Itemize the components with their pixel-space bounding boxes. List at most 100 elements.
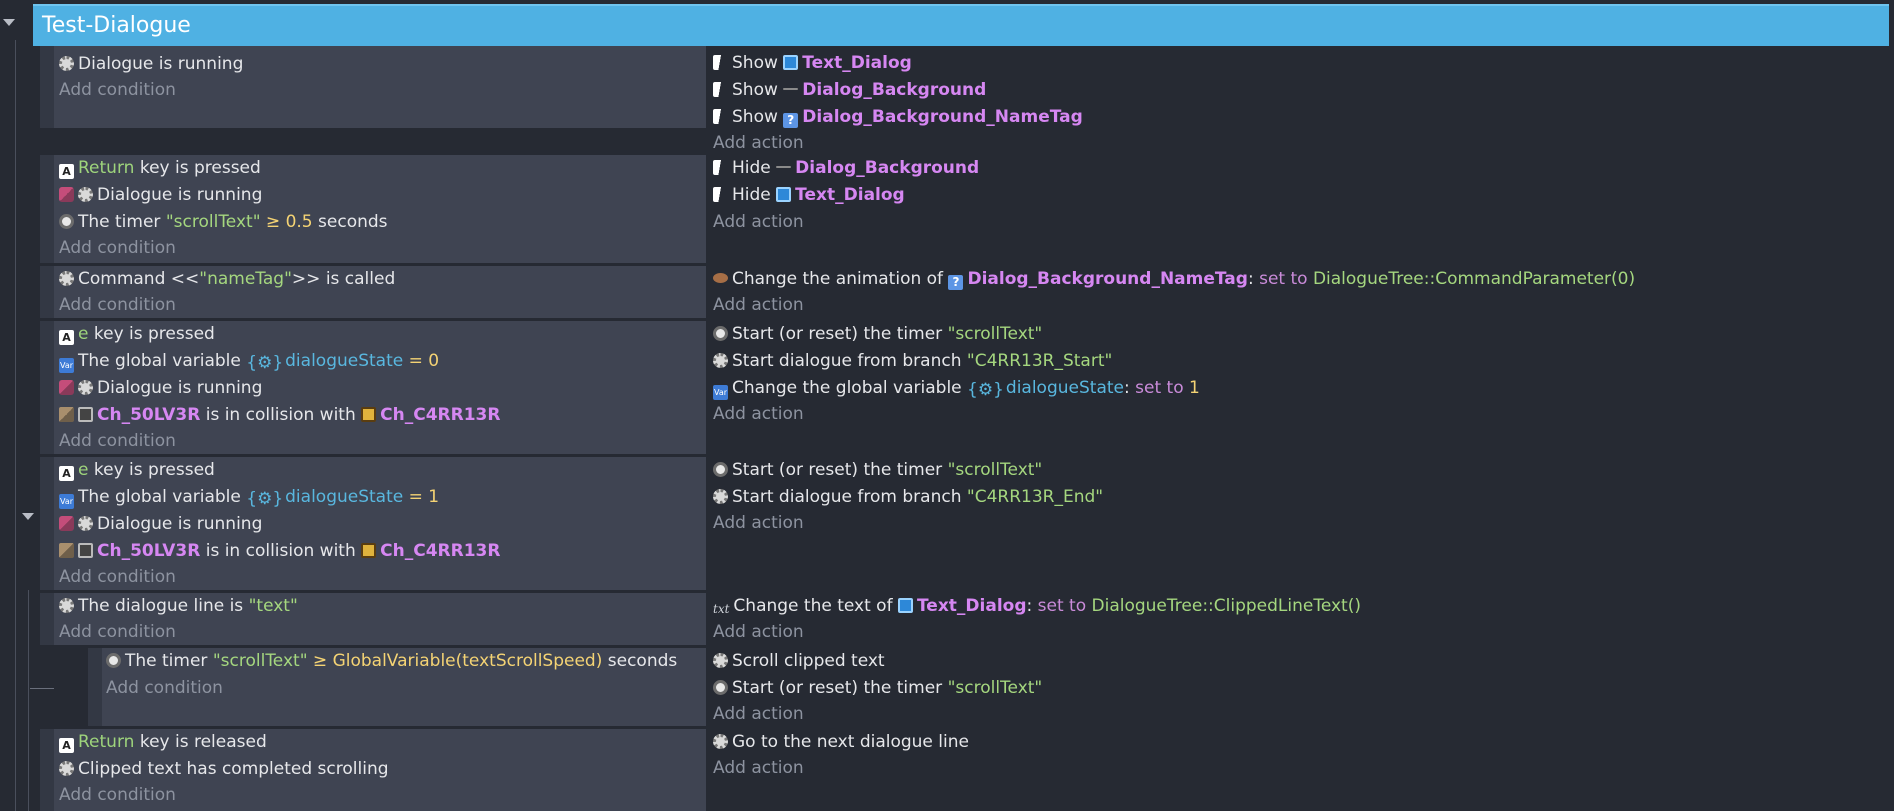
conditions-panel[interactable]: The timer "scrollText" ≥ GlobalVariable(… bbox=[88, 648, 706, 726]
add-condition-button[interactable]: Add condition bbox=[106, 678, 223, 698]
action-line[interactable]: Show Dialog_Background bbox=[713, 77, 986, 103]
conditions-panel[interactable]: The dialogue line is "text" Add conditio… bbox=[40, 593, 706, 645]
event-row[interactable]: Dialogue is running Add condition Show T… bbox=[40, 46, 1889, 153]
action-line[interactable]: Scroll clipped text bbox=[713, 648, 885, 674]
condition-line[interactable]: The dialogue line is "text" bbox=[59, 593, 298, 619]
timer-icon bbox=[713, 680, 728, 695]
variable-icon: Var bbox=[59, 494, 74, 509]
actions-panel[interactable]: Go to the next dialogue line Add action bbox=[713, 729, 1889, 811]
keyboard-key-icon: A bbox=[59, 330, 74, 345]
collision-icon bbox=[59, 543, 74, 558]
condition-line[interactable]: The timer "scrollText" ≥ 0.5 seconds bbox=[59, 209, 388, 235]
add-action-button[interactable]: Add action bbox=[713, 622, 804, 642]
animation-icon bbox=[713, 273, 728, 283]
actions-panel[interactable]: Start (or reset) the timer "scrollText" … bbox=[713, 321, 1889, 454]
global-variable-icon: {⚙} bbox=[967, 380, 1004, 400]
dialogue-icon bbox=[713, 489, 728, 504]
actions-panel[interactable]: Hide Dialog_Background Hide Text_Dialog … bbox=[713, 155, 1889, 263]
add-condition-button[interactable]: Add condition bbox=[59, 238, 176, 258]
action-line[interactable]: Start (or reset) the timer "scrollText" bbox=[713, 321, 1042, 347]
group-header[interactable]: Test-Dialogue bbox=[33, 4, 1889, 46]
add-action-button[interactable]: Add action bbox=[713, 212, 804, 232]
add-condition-button[interactable]: Add condition bbox=[59, 622, 176, 642]
add-action-button[interactable]: Add action bbox=[713, 704, 804, 724]
question-object-icon: ? bbox=[783, 113, 799, 128]
condition-line[interactable]: Dialogue is running bbox=[59, 51, 243, 77]
collapse-event-arrow-icon[interactable] bbox=[22, 513, 34, 520]
actions-panel[interactable]: Scroll clipped text Start (or reset) the… bbox=[713, 648, 1889, 726]
keyboard-key-icon: A bbox=[59, 738, 74, 753]
add-condition-button[interactable]: Add condition bbox=[59, 567, 176, 587]
conditions-panel[interactable]: Dialogue is running Add condition bbox=[40, 46, 706, 128]
add-action-button[interactable]: Add action bbox=[713, 404, 804, 424]
add-condition-button[interactable]: Add condition bbox=[59, 785, 176, 805]
add-condition-button[interactable]: Add condition bbox=[59, 80, 176, 100]
timer-icon bbox=[106, 653, 121, 668]
event-row[interactable]: The dialogue line is "text" Add conditio… bbox=[40, 593, 1889, 645]
add-condition-button[interactable]: Add condition bbox=[59, 295, 176, 315]
actions-panel[interactable]: Start (or reset) the timer "scrollText" … bbox=[713, 457, 1889, 590]
condition-line[interactable]: Dialogue is running bbox=[59, 511, 262, 537]
sprite-object-icon bbox=[78, 543, 93, 558]
add-action-button[interactable]: Add action bbox=[713, 758, 804, 778]
action-line[interactable]: Start (or reset) the timer "scrollText" bbox=[713, 457, 1042, 483]
condition-line[interactable]: Command <<"nameTag">> is called bbox=[59, 266, 395, 292]
action-line[interactable]: Start (or reset) the timer "scrollText" bbox=[713, 675, 1042, 701]
condition-line[interactable]: The timer "scrollText" ≥ GlobalVariable(… bbox=[106, 648, 677, 674]
actions-panel[interactable]: Change the animation of ?Dialog_Backgrou… bbox=[713, 266, 1889, 318]
action-line[interactable]: Hide Dialog_Background bbox=[713, 155, 979, 181]
action-line[interactable]: Change the animation of ?Dialog_Backgrou… bbox=[713, 266, 1635, 292]
add-condition-button[interactable]: Add condition bbox=[59, 431, 176, 451]
invert-condition-icon bbox=[59, 187, 74, 202]
condition-line[interactable]: Ch_50LV3R is in collision with Ch_C4RR13… bbox=[59, 538, 500, 564]
sub-event-row[interactable]: The timer "scrollText" ≥ GlobalVariable(… bbox=[30, 648, 1889, 726]
condition-line[interactable]: Clipped text has completed scrolling bbox=[59, 756, 389, 782]
action-line[interactable]: Start dialogue from branch "C4RR13R_End" bbox=[713, 484, 1103, 510]
timer-icon bbox=[713, 462, 728, 477]
show-flag-icon bbox=[713, 109, 728, 124]
action-line[interactable]: Go to the next dialogue line bbox=[713, 729, 969, 755]
dialogue-icon bbox=[59, 761, 74, 776]
event-row[interactable]: Command <<"nameTag">> is called Add cond… bbox=[40, 266, 1889, 318]
condition-line[interactable]: Ch_50LV3R is in collision with Ch_C4RR13… bbox=[59, 402, 500, 428]
collision-icon bbox=[59, 407, 74, 422]
text-object-icon bbox=[897, 598, 913, 613]
collapse-group-arrow-icon[interactable] bbox=[3, 19, 15, 26]
condition-line[interactable]: Dialogue is running bbox=[59, 375, 262, 401]
action-line[interactable]: Hide Text_Dialog bbox=[713, 182, 905, 208]
invert-condition-icon bbox=[59, 380, 74, 395]
hide-flag-icon bbox=[713, 187, 728, 202]
condition-text: Dialogue is running bbox=[78, 54, 244, 74]
object-name: Dialog_Background bbox=[795, 158, 980, 178]
add-action-button[interactable]: Add action bbox=[713, 513, 804, 533]
add-action-button[interactable]: Add action bbox=[713, 295, 804, 315]
hide-flag-icon bbox=[713, 160, 728, 175]
question-object-icon: ? bbox=[948, 275, 964, 290]
action-line[interactable]: Start dialogue from branch "C4RR13R_Star… bbox=[713, 348, 1112, 374]
condition-line[interactable]: Dialogue is running bbox=[59, 182, 262, 208]
show-flag-icon bbox=[713, 55, 728, 70]
invert-condition-icon bbox=[59, 516, 74, 531]
add-action-button[interactable]: Add action bbox=[713, 133, 804, 153]
conditions-panel[interactable]: Command <<"nameTag">> is called Add cond… bbox=[40, 266, 706, 318]
action-line[interactable]: Show ?Dialog_Background_NameTag bbox=[713, 104, 1083, 130]
action-line[interactable]: Show Text_Dialog bbox=[713, 50, 912, 76]
actions-panel[interactable]: Show Text_Dialog Show Dialog_Background … bbox=[713, 46, 1889, 153]
